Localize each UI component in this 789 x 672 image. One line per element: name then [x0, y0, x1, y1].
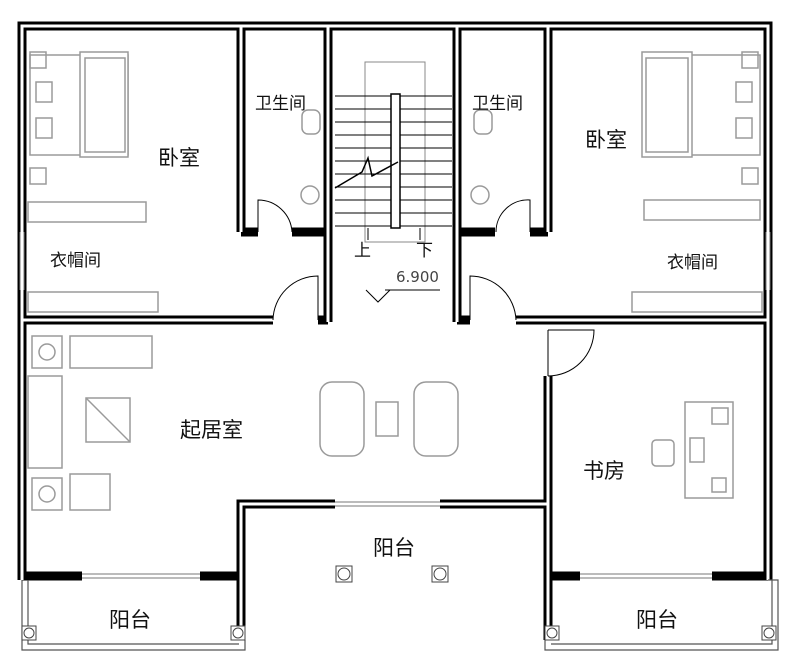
room-label-study: 书房: [583, 459, 625, 483]
room-label-closet-left: 衣帽间: [50, 251, 101, 271]
room-label-bathroom-left: 卫生间: [255, 94, 306, 114]
furniture: [27, 51, 763, 511]
room-label-balcony-middle: 阳台: [373, 536, 415, 560]
room-label-bedroom-right: 卧室: [585, 128, 627, 152]
room-label-balcony-right: 阳台: [636, 608, 678, 632]
room-label-living-room: 起居室: [180, 418, 243, 442]
room-label-closet-right: 衣帽间: [667, 253, 718, 273]
stair-down-label: 下: [416, 241, 433, 261]
walls: [17, 21, 779, 651]
room-label-balcony-left: 阳台: [109, 608, 151, 632]
doors: [257, 199, 595, 377]
stair-up-label: 上: [354, 241, 371, 261]
staircase: [334, 61, 452, 303]
room-label-bedroom-left: 卧室: [158, 146, 200, 170]
room-label-bathroom-right: 卫生间: [472, 94, 523, 114]
elevation-label: 6.900: [396, 268, 439, 286]
